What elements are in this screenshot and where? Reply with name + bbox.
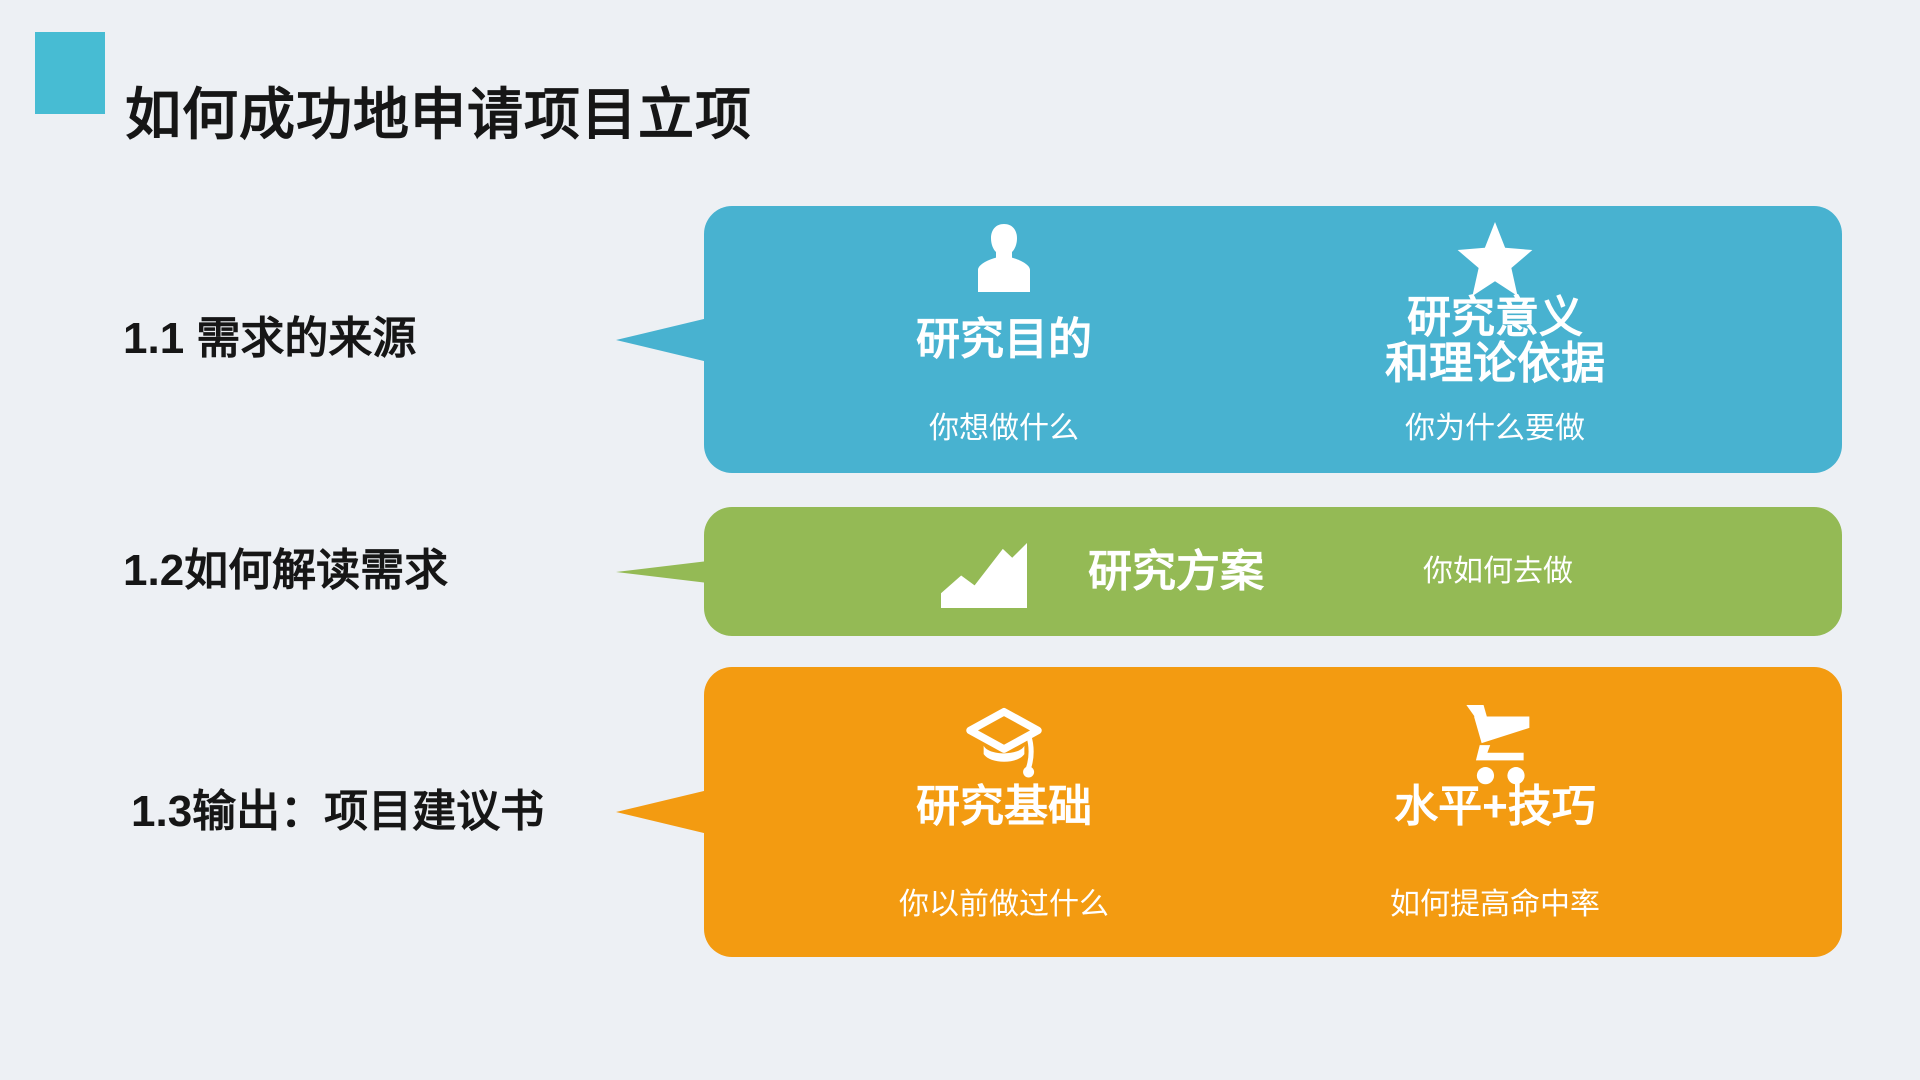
callout-tail-orange bbox=[616, 790, 708, 834]
heading-line-2: 和理论依据 bbox=[1385, 339, 1605, 388]
heading-research-significance: 研究意义 和理论依据 bbox=[1385, 295, 1605, 387]
callout-box-research-basis: 研究基础 水平+技巧 你以前做过什么 如何提高命中率 bbox=[704, 667, 1842, 957]
title-accent-square bbox=[35, 32, 105, 114]
heading-research-purpose: 研究目的 bbox=[916, 315, 1092, 364]
callout-tail-green bbox=[616, 561, 708, 583]
subtext-why-to-do: 你为什么要做 bbox=[1405, 412, 1585, 445]
heading-research-plan: 研究方案 bbox=[1088, 547, 1264, 596]
area-chart-icon bbox=[941, 541, 1027, 608]
heading-level-skill: 水平+技巧 bbox=[1394, 782, 1596, 831]
subtext-how-to-do: 你如何去做 bbox=[1423, 555, 1573, 588]
graduation-cap-icon bbox=[960, 705, 1048, 783]
callout-tail-blue bbox=[616, 318, 708, 362]
callout-box-research-purpose: 研究目的 研究意义 和理论依据 你想做什么 你为什么要做 bbox=[704, 206, 1842, 473]
subtext-hit-rate: 如何提高命中率 bbox=[1390, 888, 1600, 921]
star-icon bbox=[1456, 222, 1534, 296]
heading-line-1: 研究意义 bbox=[1407, 293, 1583, 342]
person-icon bbox=[972, 222, 1036, 292]
subtext-done-before: 你以前做过什么 bbox=[899, 888, 1109, 921]
row-label-1-1: 1.1 需求的来源 bbox=[123, 314, 417, 363]
callout-box-research-plan: 研究方案 你如何去做 bbox=[704, 507, 1842, 636]
subtext-what-to-do: 你想做什么 bbox=[929, 412, 1079, 445]
heading-research-basis: 研究基础 bbox=[916, 782, 1092, 831]
row-label-1-2: 1.2如何解读需求 bbox=[123, 546, 449, 595]
shopping-cart-icon bbox=[1458, 705, 1532, 789]
page-title: 如何成功地申请项目立项 bbox=[125, 83, 752, 147]
row-label-1-3: 1.3输出：项目建议书 bbox=[131, 787, 545, 836]
